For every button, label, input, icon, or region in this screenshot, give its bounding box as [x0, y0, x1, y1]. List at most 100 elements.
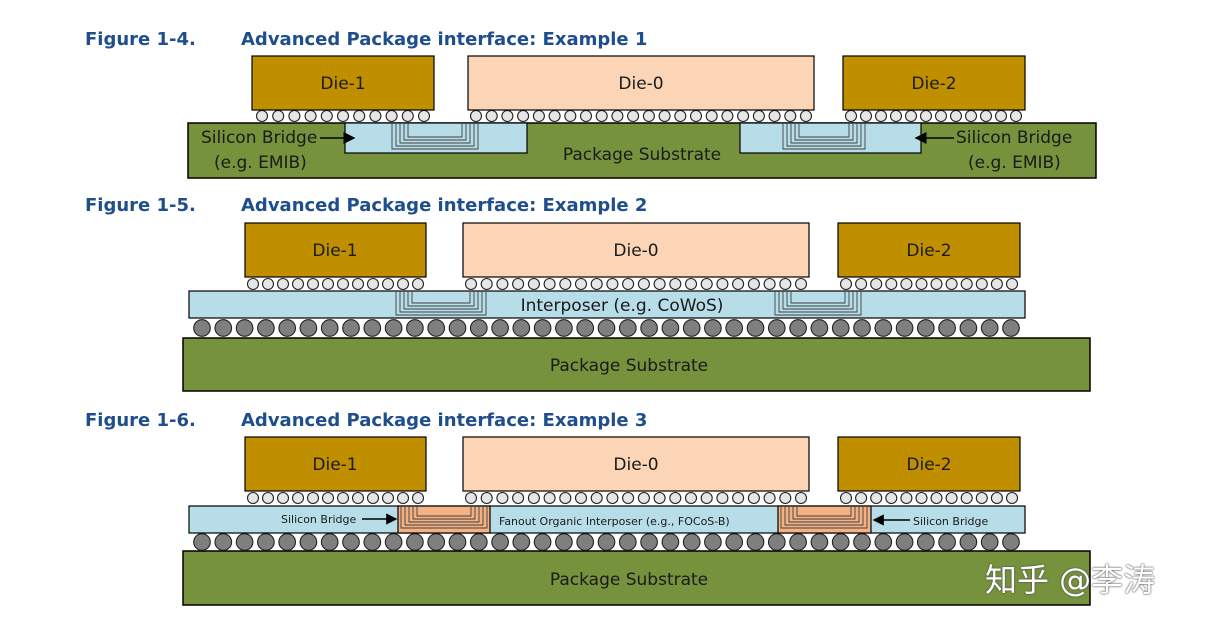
c4-bump — [384, 533, 403, 551]
micro-bump — [574, 277, 588, 291]
micro-bump — [964, 109, 978, 123]
micro-bump — [336, 491, 350, 505]
micro-bump — [464, 491, 478, 505]
micro-bump — [732, 277, 745, 291]
micro-bump — [721, 109, 734, 123]
micro-bump — [1009, 109, 1023, 123]
package-substrate — [187, 122, 1097, 179]
micro-bump — [885, 491, 898, 505]
die-1-label: Die-1 — [312, 455, 357, 475]
trace-line — [407, 291, 475, 307]
micro-bump — [642, 109, 655, 123]
c4-bump — [1002, 319, 1020, 337]
trace-line — [790, 123, 858, 144]
trace-line — [798, 123, 850, 138]
c4-bump — [278, 319, 297, 337]
micro-bump — [689, 109, 703, 123]
micro-bump — [559, 491, 572, 505]
c4-bump — [384, 319, 403, 337]
c4-bump — [874, 533, 893, 551]
c4-bump — [853, 533, 871, 551]
trace-line — [403, 123, 467, 141]
trace-line — [399, 291, 483, 313]
die-2-label: Die-2 — [906, 455, 951, 475]
c4-bump — [491, 319, 509, 337]
figure-1-5-diagram: Die-1 Die-0 Die-2 Interposer (e.g. CoWoS… — [182, 222, 1091, 392]
micro-bump — [320, 109, 333, 123]
micro-bump — [752, 109, 765, 123]
c4-bump — [618, 319, 637, 337]
micro-bump — [779, 491, 792, 505]
c4-bump — [427, 319, 446, 337]
micro-bump — [485, 109, 498, 123]
micro-bump — [276, 491, 290, 505]
trace-line — [788, 506, 860, 523]
micro-bump — [716, 277, 729, 291]
figure-1-6-diagram: Die-1 Die-0 Die-2 Silicon Bridge Fanout … — [182, 436, 1091, 606]
micro-bump — [839, 277, 853, 291]
c4-bump-row — [193, 533, 1020, 551]
c4-bump — [576, 319, 595, 337]
c4-bump — [299, 319, 318, 337]
c4-bump — [746, 533, 765, 551]
die-0-label: Die-0 — [613, 455, 658, 475]
micro-bump — [512, 491, 525, 505]
micro-bump — [246, 491, 260, 505]
micro-bump — [469, 109, 483, 123]
die-0 — [467, 55, 815, 111]
micro-bump — [674, 109, 687, 123]
trace-line — [395, 123, 475, 147]
c4-bump — [235, 319, 254, 337]
micro-bump — [1005, 277, 1019, 291]
trace-line — [391, 123, 479, 150]
micro-bump — [548, 109, 561, 123]
micro-bump — [595, 109, 608, 123]
watermark: 知乎 @李涛 — [985, 561, 1156, 599]
micro-bump — [930, 277, 943, 291]
die-1-label: Die-1 — [312, 241, 357, 261]
interposer-label: Interposer (e.g. CoWoS) — [521, 296, 724, 316]
micro-bump — [784, 109, 797, 123]
micro-bump — [669, 491, 682, 505]
die-2-label: Die-2 — [911, 74, 956, 94]
c4-bump — [278, 533, 297, 551]
die-0-label: Die-0 — [613, 241, 658, 261]
trace-line — [778, 291, 858, 313]
micro-bump — [990, 277, 1003, 291]
micro-bump — [870, 277, 883, 291]
micro-bump — [321, 491, 335, 505]
micro-bump — [994, 109, 1008, 123]
micro-bump — [381, 277, 395, 291]
micro-bump — [527, 491, 540, 505]
micro-bump — [304, 109, 317, 123]
silicon-bridge-right — [777, 505, 872, 534]
c4-bump — [597, 533, 616, 551]
micro-bump — [246, 277, 260, 291]
trace-line — [782, 123, 866, 150]
micro-bump — [622, 277, 635, 291]
c4-bump — [874, 319, 893, 337]
micro-bump — [396, 491, 410, 505]
micro-bump — [291, 491, 305, 505]
trace-line — [399, 123, 471, 144]
micro-bump — [705, 109, 718, 123]
c4-bump — [363, 319, 382, 337]
trace-line — [774, 291, 862, 316]
c4-bump-row — [193, 319, 1020, 337]
micro-bump — [351, 277, 365, 291]
micro-bump — [653, 277, 666, 291]
c4-bump — [299, 533, 318, 551]
micro-bump — [960, 277, 973, 291]
c4-bump — [533, 533, 552, 551]
c4-bump — [916, 533, 935, 551]
c4-bump — [1002, 533, 1020, 551]
micro-bump — [411, 277, 425, 291]
micro-bump — [799, 109, 813, 123]
c4-bump — [214, 533, 233, 551]
package-substrate — [182, 337, 1091, 392]
die-1 — [251, 55, 435, 111]
trace-line — [407, 123, 463, 138]
micro-bump — [579, 109, 593, 123]
c4-bump — [555, 533, 573, 551]
micro-bump — [747, 491, 760, 505]
